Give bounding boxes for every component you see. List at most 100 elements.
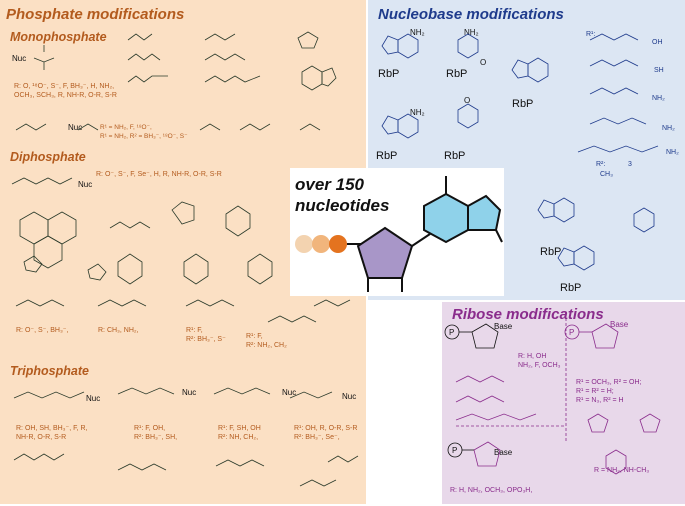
nh2-label-3: NH₂ bbox=[410, 108, 425, 117]
ribose-r-c2: R¹ = R² = H; bbox=[576, 388, 614, 395]
monophosphate-title: Monophosphate bbox=[10, 30, 107, 44]
ribose-chain-3 bbox=[455, 413, 537, 421]
r1-label: R¹: bbox=[586, 31, 596, 38]
oh-label: OH bbox=[652, 39, 663, 46]
mono-r-line4: R¹ = NH₂, R² = BH₃⁻, ¹⁸O⁻, S⁻ bbox=[100, 133, 188, 140]
center-text: over 150 nucleotides bbox=[295, 174, 389, 216]
dioxolane-1 bbox=[587, 413, 609, 433]
mono-bottom-chain bbox=[15, 123, 47, 131]
base-label-3: Base bbox=[494, 448, 513, 457]
di-d-chain bbox=[267, 315, 317, 323]
phosphate-bead-1 bbox=[295, 235, 313, 253]
o-label-1: O bbox=[464, 96, 471, 105]
ribose-r-a: R: H, OH bbox=[518, 353, 547, 360]
mono-r-line3: R¹ = NH₂, F, ¹⁸O⁻, bbox=[100, 124, 152, 131]
di-e-chain bbox=[313, 299, 351, 307]
ribose-ring-1 bbox=[471, 323, 499, 349]
rbp-label-4: RbP bbox=[444, 150, 466, 162]
tri-c2-label: R²: NH, CH₂, bbox=[218, 434, 259, 441]
mono-bottom-4 bbox=[239, 123, 271, 131]
indole-ring-2 bbox=[321, 67, 337, 87]
tri-linker-1 bbox=[13, 453, 65, 461]
imidazole-ring bbox=[297, 31, 319, 49]
mono-bottom-2 bbox=[77, 123, 99, 131]
tri-linker-3 bbox=[215, 459, 265, 467]
tri-nuc-d: Nuc bbox=[342, 392, 357, 401]
di-chain bbox=[11, 177, 73, 185]
tri-a1-label: R: OH, SH, BH₃⁻, F, R, bbox=[16, 425, 88, 432]
chain-6 bbox=[204, 75, 261, 83]
di-d2-label: R²: NH₂, CH₂ bbox=[246, 342, 287, 349]
sugar-ring-1 bbox=[225, 205, 251, 237]
ch3-label: CH₃ bbox=[600, 171, 613, 178]
tri-d2-label: R²: BH₃⁻, Se⁻, bbox=[294, 434, 340, 441]
center-box: over 150 nucleotides bbox=[290, 168, 504, 296]
nucleobase-panel: Nucleobase modifications RbP RbP RbP RbP… bbox=[366, 0, 685, 300]
di-c2-label: R²: BH₃⁻, S⁻ bbox=[186, 336, 226, 343]
r1-chain-5 bbox=[577, 145, 659, 153]
uracil-ring bbox=[457, 103, 479, 129]
tri-b2-label: R²: BH₃⁻, SH, bbox=[134, 434, 178, 441]
mono-bottom-3 bbox=[199, 123, 221, 131]
r1-chain-3 bbox=[589, 87, 639, 95]
tri-linker-2 bbox=[117, 463, 167, 471]
di-b-chain bbox=[97, 299, 147, 307]
phosphate-bead-2 bbox=[312, 235, 330, 253]
mono-r-line1: R: O, ¹⁸O⁻, S⁻, F, BH₃⁻, H, NH₂, bbox=[14, 83, 115, 90]
ribose-ring-3 bbox=[473, 441, 501, 467]
di-r-line: R: O⁻, S⁻, F, Se⁻, H, R, NH-R, O-R, S-R bbox=[96, 171, 222, 178]
chain-5 bbox=[204, 53, 246, 61]
benzyl-ring bbox=[633, 207, 655, 233]
indole-ring-di bbox=[23, 255, 43, 273]
mono-bottom-5 bbox=[299, 123, 321, 131]
tri-nuc-c: Nuc bbox=[282, 388, 297, 397]
sugar-ring-4 bbox=[247, 253, 273, 285]
ribose-ring-2 bbox=[591, 323, 619, 349]
r1-purine-5 bbox=[511, 59, 529, 79]
base-sub-right bbox=[495, 229, 503, 243]
r1-chain-4 bbox=[589, 117, 647, 125]
p-circle-label-1: P bbox=[449, 328, 455, 337]
o-label-2: O bbox=[480, 58, 487, 67]
adenine-ring-6 bbox=[397, 33, 419, 59]
ribose-ring-1 bbox=[171, 201, 195, 225]
tri-c1-label: R¹: F, SH, OH bbox=[218, 425, 261, 432]
di-a-chain bbox=[15, 299, 65, 307]
phosphate-title: Phosphate modifications bbox=[6, 6, 185, 23]
di-a-label: R: O⁻, S⁻, BH₃⁻, bbox=[16, 327, 69, 334]
triphosphate-title: Triphosphate bbox=[10, 364, 89, 378]
tri-nuc-b: Nuc bbox=[182, 388, 197, 397]
ribose-r-e: R: H, NH₂, OCH₃, OPO₃H, bbox=[450, 487, 533, 494]
nucleobase-title: Nucleobase modifications bbox=[378, 6, 564, 23]
n2-ring-6 bbox=[573, 245, 595, 271]
tri-c-chain bbox=[213, 387, 271, 395]
ribose-r-c3: R¹ = N₃, R² = H bbox=[576, 397, 624, 404]
mono-nuc-label: Nuc bbox=[12, 54, 27, 63]
purine-ring-6 bbox=[397, 113, 419, 139]
center-line-1: over 150 bbox=[295, 175, 364, 194]
diphosphate-title: Diphosphate bbox=[10, 150, 86, 164]
tri-linker-5 bbox=[299, 479, 337, 487]
nitrobenzyl-ring bbox=[605, 449, 627, 475]
ribose-r-c1: R¹ = OCH₃, R² = OH; bbox=[576, 379, 642, 386]
ribose-r-b: NH₂, F, OCH₃ bbox=[518, 362, 561, 369]
p-circle-2 bbox=[564, 324, 580, 340]
sh-label: SH bbox=[654, 67, 664, 74]
base-ring-6 bbox=[423, 192, 469, 244]
di-c1-label: R¹: F, bbox=[186, 327, 203, 334]
base-ring-5 bbox=[467, 194, 502, 231]
dioxolane-2 bbox=[639, 413, 661, 433]
ribose-structures bbox=[444, 318, 661, 475]
adenine-ring-5 bbox=[381, 35, 399, 55]
rbp-label-7: RbP bbox=[560, 282, 582, 294]
ribose-pentagon bbox=[356, 226, 414, 279]
tri-linker-4 bbox=[327, 455, 359, 463]
p-circle-3 bbox=[447, 442, 463, 458]
r1-chain-1 bbox=[589, 33, 639, 41]
rbp-label-6: RbP bbox=[540, 246, 562, 258]
di-d1-label: R¹: F, bbox=[246, 333, 263, 340]
chain-2 bbox=[127, 53, 161, 61]
mono-r-line2: OCH₃, SCH₃, R, NH-R, O-R, S-R bbox=[14, 92, 117, 99]
indole-ring bbox=[301, 65, 323, 91]
r1-chain-2 bbox=[589, 59, 639, 67]
